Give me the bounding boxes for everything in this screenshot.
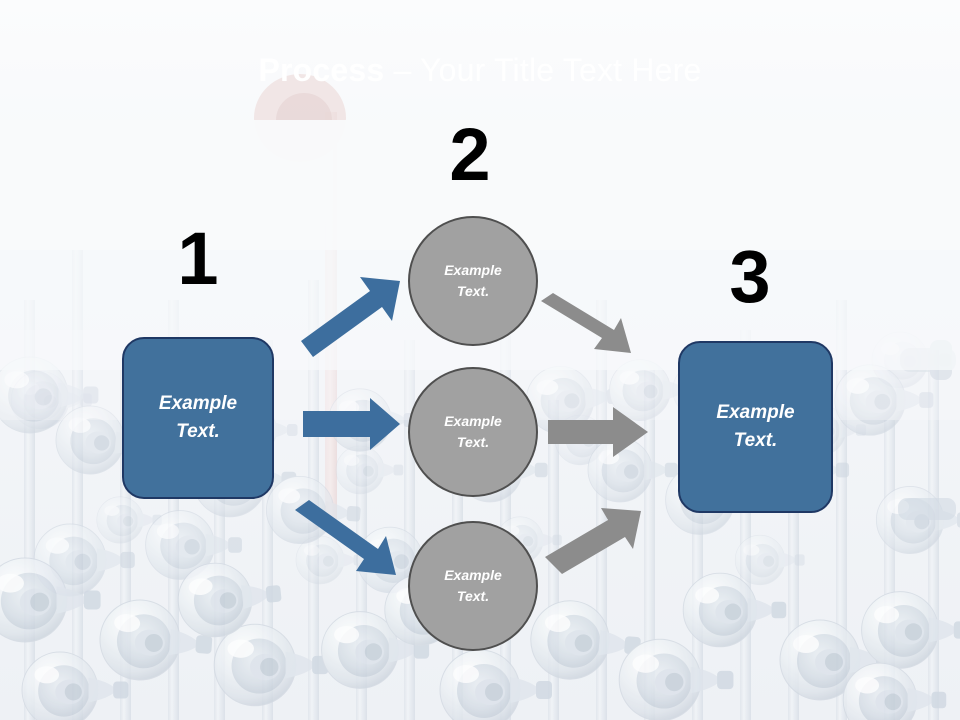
step-number-1: 1 [177, 217, 219, 300]
process-circle-bottom[interactable]: Example Text. [408, 521, 538, 651]
circle-middle-line2: Text. [456, 434, 490, 450]
page-title-rest: – Your Title Text Here [384, 52, 702, 88]
page-title-bold: Process [258, 52, 385, 88]
page-title: Process – Your Title Text Here [0, 50, 960, 90]
circle-bottom-line1: Example [444, 567, 502, 583]
circle-middle-line1: Example [444, 413, 502, 429]
process-circle-top[interactable]: Example Text. [408, 216, 538, 346]
box-start-line2: Text. [176, 421, 220, 442]
process-box-end-text: Example Text. [716, 399, 794, 455]
process-circle-top-text: Example Text. [444, 260, 502, 302]
box-end-line1: Example [716, 402, 795, 423]
process-circle-bottom-text: Example Text. [444, 565, 502, 607]
process-box-start[interactable]: Example Text. [122, 337, 274, 499]
circle-top-line1: Example [444, 262, 502, 278]
circle-bottom-line2: Text. [456, 588, 490, 604]
step-number-3: 3 [729, 235, 771, 318]
process-circle-middle-text: Example Text. [444, 411, 502, 453]
circle-top-line2: Text. [456, 283, 490, 299]
box-start-line1: Example [158, 393, 238, 414]
box-end-line2: Text. [733, 430, 778, 451]
step-number-2: 2 [449, 113, 491, 196]
process-circle-middle[interactable]: Example Text. [408, 367, 538, 497]
process-box-end[interactable]: Example Text. [678, 341, 833, 513]
process-box-start-text: Example Text. [159, 390, 237, 446]
